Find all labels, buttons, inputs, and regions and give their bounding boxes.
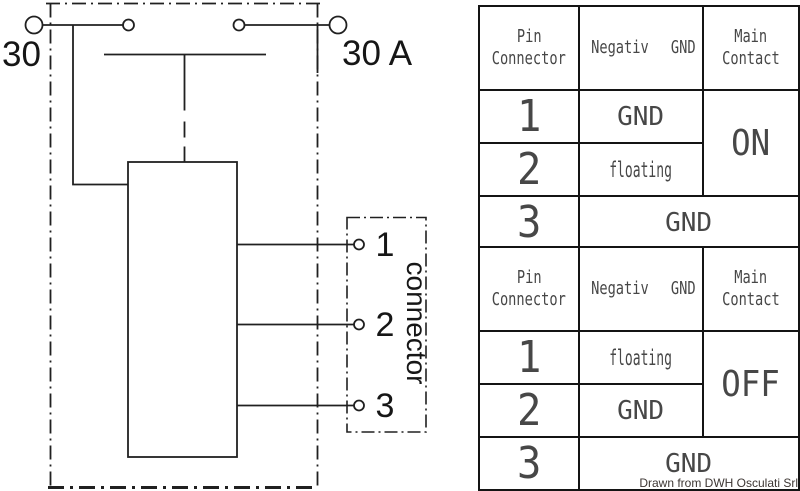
- table-row: 1 GND ON: [478, 89, 800, 197]
- header-negativ-gnd: Negativ GND: [577, 5, 704, 91]
- cell-negativ: floating: [577, 142, 704, 197]
- credit-text: Drawn from DWH Osculati Srl: [639, 476, 798, 490]
- cell-negativ: floating: [577, 330, 704, 385]
- switch-contact-right-circle: [232, 18, 246, 32]
- cell-main-contact: ON: [701, 89, 800, 197]
- pin-table-on: Pin Connector Negativ GND Main Contact 1…: [478, 5, 800, 250]
- header-pin-connector: Pin Connector: [478, 5, 580, 91]
- cell-negativ: GND: [577, 89, 704, 144]
- pin-3-label: 3: [376, 387, 395, 425]
- cell-pin: 2: [478, 383, 580, 438]
- header-pin-connector: Pin Connector: [478, 246, 580, 332]
- cell-negativ-span: GND: [577, 195, 800, 250]
- cell-pin: 3: [478, 436, 580, 491]
- cell-negativ-span: GND: [577, 436, 800, 491]
- pin-3-circle: [353, 399, 365, 412]
- table-row: 2 GND: [478, 383, 799, 438]
- table-row: Pin Connector Negativ GND Main Contact: [478, 246, 800, 332]
- cell-pin: 2: [478, 142, 580, 197]
- table-row: 1 floating OFF: [478, 330, 800, 438]
- cell-pin: 1: [478, 89, 580, 144]
- pin-2-circle: [353, 318, 365, 331]
- table-row: Pin Connector Negativ GND Main Contact: [478, 5, 800, 91]
- connector-dashdot-box: [346, 216, 427, 433]
- header-negativ-gnd: Negativ GND: [577, 246, 704, 332]
- cell-pin: 3: [478, 195, 580, 250]
- table-row: 2 floating: [478, 142, 799, 197]
- cell-pin: 1: [478, 330, 580, 385]
- pin-1-circle: [353, 238, 365, 251]
- cell-negativ: GND: [577, 383, 704, 438]
- terminal-30a-circle: [328, 15, 348, 35]
- table-row: 3 GND: [478, 195, 800, 250]
- connector-label: connector: [401, 262, 432, 385]
- wire-coil-feed: [72, 25, 128, 186]
- coil-box: [127, 161, 238, 458]
- terminal-30-circle: [24, 15, 44, 35]
- pin-1-label: 1: [376, 226, 395, 264]
- pin-2-label: 2: [376, 306, 395, 344]
- terminal-30-label: 30: [2, 35, 41, 74]
- header-main-contact: Main Contact: [701, 5, 800, 91]
- header-main-contact: Main Contact: [701, 246, 800, 332]
- table-row: 3 GND: [478, 436, 800, 491]
- switch-contact-left-circle: [122, 18, 135, 32]
- pin-table-off: Pin Connector Negativ GND Main Contact 1…: [478, 246, 800, 491]
- relay-wiring-diagram: 30 30 A 1 2 3 connector: [2, 2, 432, 489]
- terminal-30a-label: 30 A: [342, 34, 413, 73]
- cell-main-contact: OFF: [701, 330, 800, 438]
